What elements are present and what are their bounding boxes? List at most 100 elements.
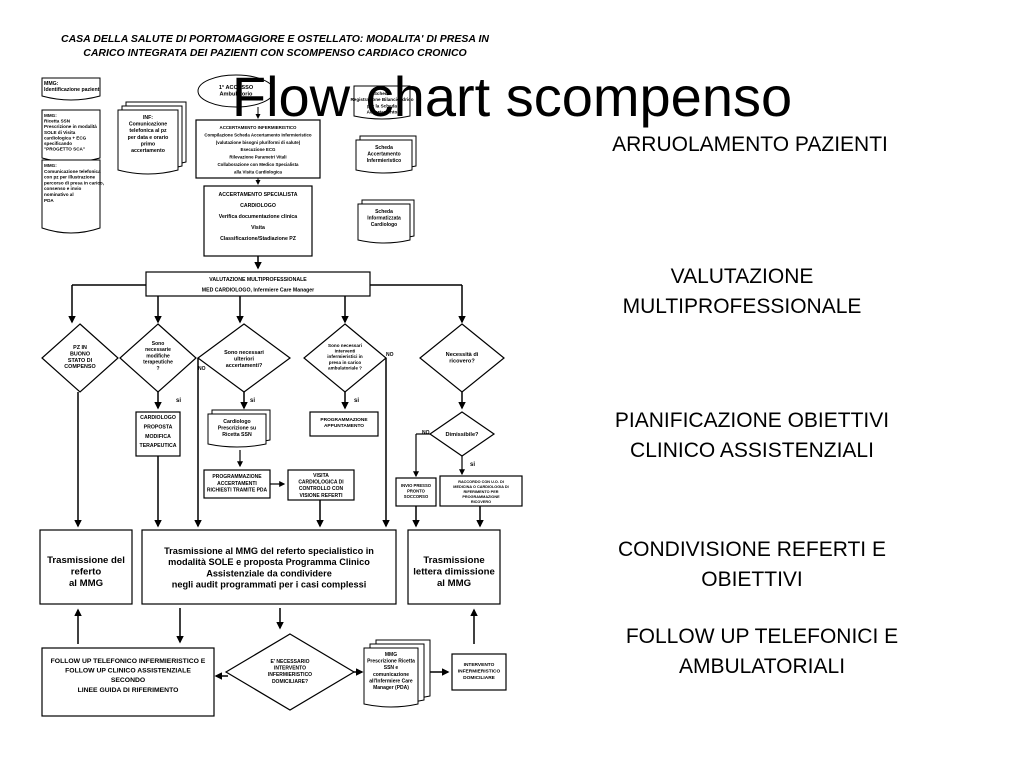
trasm-referto-text-line: Trasmissione del xyxy=(47,555,125,566)
mmg-sole-text-line: cardiologica + ECG xyxy=(44,135,87,140)
d2-text-line: Sono xyxy=(152,341,165,347)
raccordo-text-line: RIFERIMENTO PER xyxy=(464,490,499,494)
step-follow-up-line2: AMBULATORIALI xyxy=(678,655,846,678)
trasm-mmg-text-line: negli audit programmati per i casi compl… xyxy=(172,580,367,590)
mmg-pres-text-line: SSN e xyxy=(384,665,399,671)
step-sharing-reports: CONDIVISIONE REFERTI E OBIETTIVI xyxy=(520,535,984,595)
d4-text-line: interventi xyxy=(335,349,356,354)
cardio-box-text-line: TERAPEUTICA xyxy=(140,443,177,449)
d2-text-line: necessarie xyxy=(145,347,171,353)
d4-text-line: infermieristici in xyxy=(327,354,363,359)
step-multiprofessional-evaluation: VALUTAZIONE MULTIPROFESSIONALE xyxy=(520,262,964,322)
trasm-mmg-text-line: modalità SOLE e proposta Programma Clini… xyxy=(168,557,370,567)
mmg-comm-text-line: percorso di presa in carico, xyxy=(44,180,104,185)
mmg-sole-text-line: Prescrizione in modalità xyxy=(44,124,97,129)
scheda-acc-text-line: Scheda xyxy=(375,145,393,151)
decision-nursing-interventions: Sono necessariinterventiinfermieristici … xyxy=(303,323,387,393)
mmg-pres-text-line: MMG xyxy=(385,652,397,658)
label-si-4: si xyxy=(470,462,475,468)
mmg-pres-text-line: all'Infermiere Care xyxy=(369,678,413,684)
raccordo-text-line: RICOVERO xyxy=(471,500,491,504)
cardiologist-assessment-box: ACCERTAMENTO SPECIALISTACARDIOLOGOVerifi… xyxy=(203,185,313,257)
accertamento-spec-text-line: ACCERTAMENTO SPECIALISTA xyxy=(219,192,298,198)
raccordo-text-line: RACCORDO CON U.O. DI xyxy=(458,480,504,484)
step-follow-up-line1: FOLLOW UP TELEFONICI E xyxy=(625,625,899,648)
intervento-text-line: DOMICILIARE xyxy=(463,675,496,681)
visita-text-line: VISIONE REFERTI xyxy=(299,493,343,499)
mmg-sole-text-line: specificando xyxy=(44,141,72,146)
prog-app-text-line: PROGRAMMAZIONE xyxy=(320,417,368,423)
mmg-comm-text-line: MMG: xyxy=(44,163,57,168)
step-planning-line1: PIANIFICAZIONE OBIETTIVI xyxy=(614,409,890,432)
d3-text-line: accertamenti? xyxy=(226,363,263,369)
label-si-2: si xyxy=(250,398,255,404)
mmg-id-text-line: Identificazione pazienti xyxy=(44,87,101,93)
decision-home-nursing: E' NECESSARIOINTERVENTOINFERMIERISTICODO… xyxy=(224,633,356,711)
step-evaluation-line2: MULTIPROFESSIONALE xyxy=(622,295,862,318)
trasm-referto-text-line: referto xyxy=(71,567,102,578)
step-follow-up: FOLLOW UP TELEFONICI E AMBULATORIALI xyxy=(520,622,1004,682)
scheda-acc-text-line: Accertamento xyxy=(367,151,400,157)
mmg-pres-text-line: Manager (PDA) xyxy=(373,685,409,691)
inf-text-line: accertamento xyxy=(131,148,165,154)
raccordo-text-line: PROGRAMMAZIONE xyxy=(462,495,500,499)
intervento-text-line: INFERMIERISTICO xyxy=(458,668,501,674)
trasm-mmg-text-line: Assistenziale da condividere xyxy=(206,568,332,578)
accertamento-inf-text-line: Collaborazione con Medico Specialista xyxy=(217,162,299,167)
visita-text-line: VISITA xyxy=(313,473,329,479)
inf-text-line: Comunicazione xyxy=(129,122,167,128)
mmg-comm-text-line: nominativo al xyxy=(44,192,74,197)
d2-text-line: modifiche xyxy=(146,353,170,359)
mmg-comm-text-line: Comunicazione telefonica xyxy=(44,169,101,174)
step-planning-line2: CLINICO ASSISTENZIALI xyxy=(630,439,874,462)
d3-text-line: Sono necessari xyxy=(224,350,264,356)
invio-ps-text-line: PRONTO xyxy=(407,489,426,494)
inf-text-line: telefonica al pz xyxy=(129,128,167,134)
accesso-text-line: 1° ACCESSO xyxy=(219,85,254,91)
accertamento-inf-text-line: Esecuzione ECG xyxy=(241,147,276,152)
label-si-3: si xyxy=(354,398,359,404)
label-no-3: NO xyxy=(422,430,430,436)
cardio-box-text-line: CARDIOLOGO xyxy=(140,415,176,421)
d1-text-line: BUONO xyxy=(70,351,90,357)
accertamento-inf-text-line: Rilevazione Parametri Vitali xyxy=(229,155,286,160)
d4-text-line: Sono necessari xyxy=(328,343,362,348)
cardio-ssn-text-line: Cardiologo xyxy=(223,419,250,425)
visita-text-line: CARDIOLOGICA DI xyxy=(298,480,344,486)
telephone-follow-up-box: FOLLOW UP TELEFONICO INFERMIERISTICO EFO… xyxy=(41,647,215,717)
trasm-lettera-text-line: Trasmissione xyxy=(423,555,484,566)
mmg-sole-text-line: Ricetta SSN xyxy=(44,119,71,124)
d2-text-line: ? xyxy=(156,366,159,372)
intervento-text-line: INTERVENTO xyxy=(464,662,495,668)
mmg-sole-text-line: SOLE di Visita xyxy=(44,130,76,135)
invio-ps-text-line: SOCCORSO xyxy=(404,494,429,499)
trasm-lettera-text-line: lettera dimissione xyxy=(413,567,495,578)
prog-acc-text-line: ACCERTAMENTI xyxy=(217,481,257,487)
prog-acc-text-line: PROGRAMMAZIONE xyxy=(212,474,262,480)
scheda-top-text-line: Accertamento xyxy=(367,110,398,115)
d3-text-line: ulteriori xyxy=(234,357,255,363)
d5-text-line: ricovero? xyxy=(449,359,475,365)
cardio-ssn-text-line: Ricetta SSN xyxy=(222,432,252,438)
cardio-box-text-line: MODIFICA xyxy=(145,434,171,440)
slide-title: Flow chart scompenso xyxy=(231,65,793,128)
follow-text-line: SECONDO xyxy=(111,677,145,684)
mmg-sole-text-line: "PROGETTO SCA" xyxy=(44,147,85,152)
accertamento-inf-text-line: ACCERTAMENTO INFERMIERISTICO xyxy=(220,125,298,130)
follow-text-line: FOLLOW UP CLINICO ASSISTENZIALE xyxy=(65,668,191,675)
d7-text-line: INTERVENTO xyxy=(274,666,306,672)
scheda-info-text-line: Informatizzata xyxy=(367,216,401,222)
